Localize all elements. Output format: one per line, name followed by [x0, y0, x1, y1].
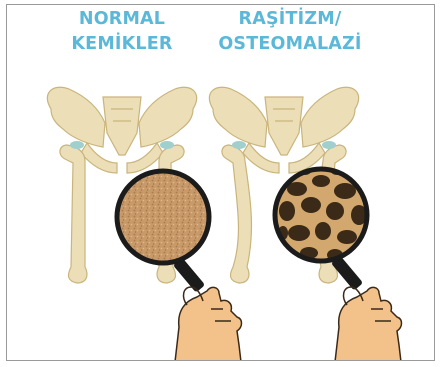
hand-icon-right	[335, 287, 402, 361]
figure-frame: NORMAL KEMİKLER RAŞİTİZM/ OSTEOMALAZİ	[6, 4, 435, 361]
illustration	[7, 5, 435, 361]
hand-icon-left	[175, 287, 242, 361]
